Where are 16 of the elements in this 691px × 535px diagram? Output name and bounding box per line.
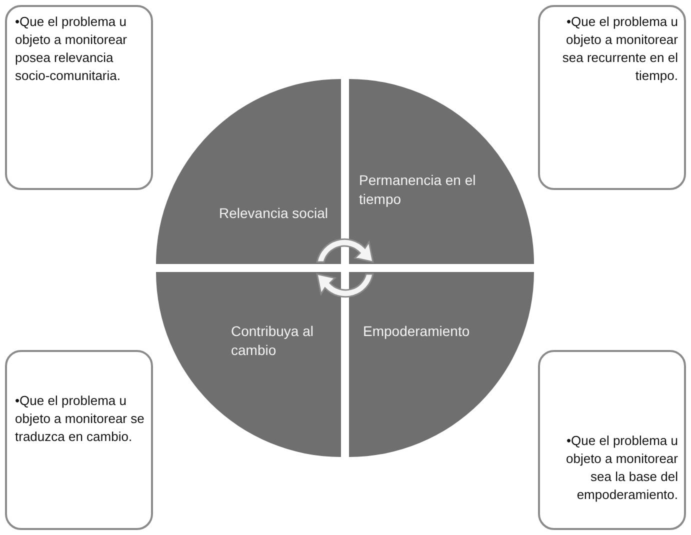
note-box (5, 350, 153, 530)
note-box (538, 350, 686, 530)
note-text: •Que el problema u objeto a monitorear sea la base del empoderamiento. (564, 432, 678, 504)
quadrant-shape (349, 272, 534, 457)
quadrant-shape (156, 79, 341, 264)
quadrant-label: Relevancia social (218, 204, 329, 223)
note-box (5, 5, 153, 190)
quadrant-label: Permanencia en el tiempo (359, 171, 477, 209)
note-text: •Que el problema u objeto a monitorear sea recurrente en el tiempo. (561, 13, 678, 85)
quadrant-shape (349, 79, 534, 264)
quadrant-shape (156, 272, 341, 457)
note-text: •Que el problema u objeto a monitorear se traduzca en cambio. (15, 392, 146, 446)
note-box (538, 5, 686, 190)
note-text: •Que el problema u objeto a monitorear posea relevancia socio-comunitaria. (15, 13, 128, 85)
quadrant-label: Contribuya al cambio (231, 322, 314, 360)
quadrant-label: Empoderamiento (363, 322, 471, 341)
